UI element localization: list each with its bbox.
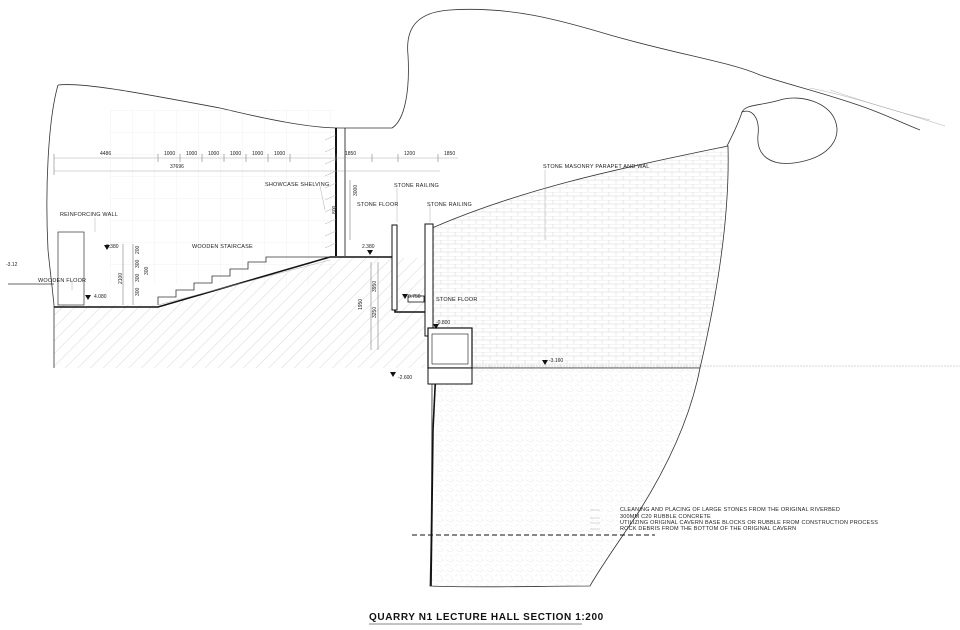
label-stone-floor-2: STONE FLOOR — [436, 297, 478, 303]
dim-4: 1000 — [208, 151, 219, 157]
dim-10: 1850 — [444, 151, 455, 157]
dim-3: 1000 — [186, 151, 197, 157]
level-left: -3.12 — [6, 262, 18, 268]
dim-r6: 2100 — [118, 273, 124, 284]
dim-5: 1000 — [230, 151, 241, 157]
rubble-fill — [429, 367, 701, 588]
reinforcing-wall — [57, 231, 85, 306]
wooden-staircase — [157, 256, 331, 306]
label-wooden-floor: WOODEN FLOOR — [38, 278, 86, 284]
label-wooden-staircase: WOODEN STAIRCASE — [192, 244, 253, 250]
dim-2: 1000 — [164, 151, 175, 157]
note-2: 300MM C20 RUBBLE CONCRETE — [620, 514, 711, 520]
stone-railings — [391, 223, 473, 385]
note-4: ROCK DEBRIS FROM THE BOTTOM OF THE ORIGI… — [620, 526, 796, 532]
dim-1: 4486 — [100, 151, 111, 157]
dim-r4: 300 — [135, 287, 141, 296]
dim-r2: 300 — [135, 259, 141, 268]
dim-6: 1000 — [252, 151, 263, 157]
note-3: UTILIZING ORIGINAL CAVERN BASE BLOCKS OR… — [620, 520, 878, 526]
dim-v2: 800 — [332, 205, 338, 214]
note-1: CLEANING AND PLACING OF LARGE STONES FRO… — [620, 507, 840, 513]
dim-9: 1200 — [404, 151, 415, 157]
level-markers — [85, 245, 548, 377]
label-stone-railing-2: STONE RAILING — [427, 202, 472, 208]
dim-v3: 1950 — [358, 299, 364, 310]
ground-hatch — [54, 258, 395, 368]
dim-v1: 3000 — [353, 185, 359, 196]
dim-total: 37696 — [170, 164, 184, 170]
label-parapet: STONE MASONRY PARAPET AND WAL — [543, 164, 650, 170]
level-sf: 0.750 — [408, 294, 421, 300]
level-floor: 4.080 — [94, 294, 107, 300]
rubble-edge — [430, 367, 437, 587]
label-stone-railing-1: STONE RAILING — [394, 183, 439, 189]
level-base: -2.600 — [398, 375, 412, 381]
level-right: -3.160 — [549, 358, 563, 364]
dim-7: 1000 — [274, 151, 285, 157]
label-stone-floor-1: STONE FLOOR — [357, 202, 399, 208]
leader-lines — [71, 170, 600, 530]
dim-8: 1850 — [345, 151, 356, 157]
dim-r5: 300 — [144, 266, 150, 275]
dim-v5: 3250 — [372, 307, 378, 318]
dim-v4: 3950 — [372, 281, 378, 292]
dimension-lines — [53, 154, 458, 350]
drawing-title: QUARRY N1 LECTURE HALL SECTION 1:200 — [369, 612, 604, 623]
label-showcase-shelving: SHOWCASE SHELVING — [265, 182, 329, 188]
level-stair: 2.380 — [106, 244, 119, 250]
parapet-masonry — [431, 145, 729, 369]
interior-grid — [110, 110, 335, 285]
label-reinforcing-wall: REINFORCING WALL — [60, 212, 118, 218]
showcase-shelving — [324, 128, 346, 256]
ground-hatch-2 — [395, 258, 425, 368]
level-mid: 2.380 — [362, 244, 375, 250]
dim-r3: 300 — [135, 273, 141, 282]
level-low: -0.800 — [436, 320, 450, 326]
dim-r1: 200 — [135, 245, 141, 254]
